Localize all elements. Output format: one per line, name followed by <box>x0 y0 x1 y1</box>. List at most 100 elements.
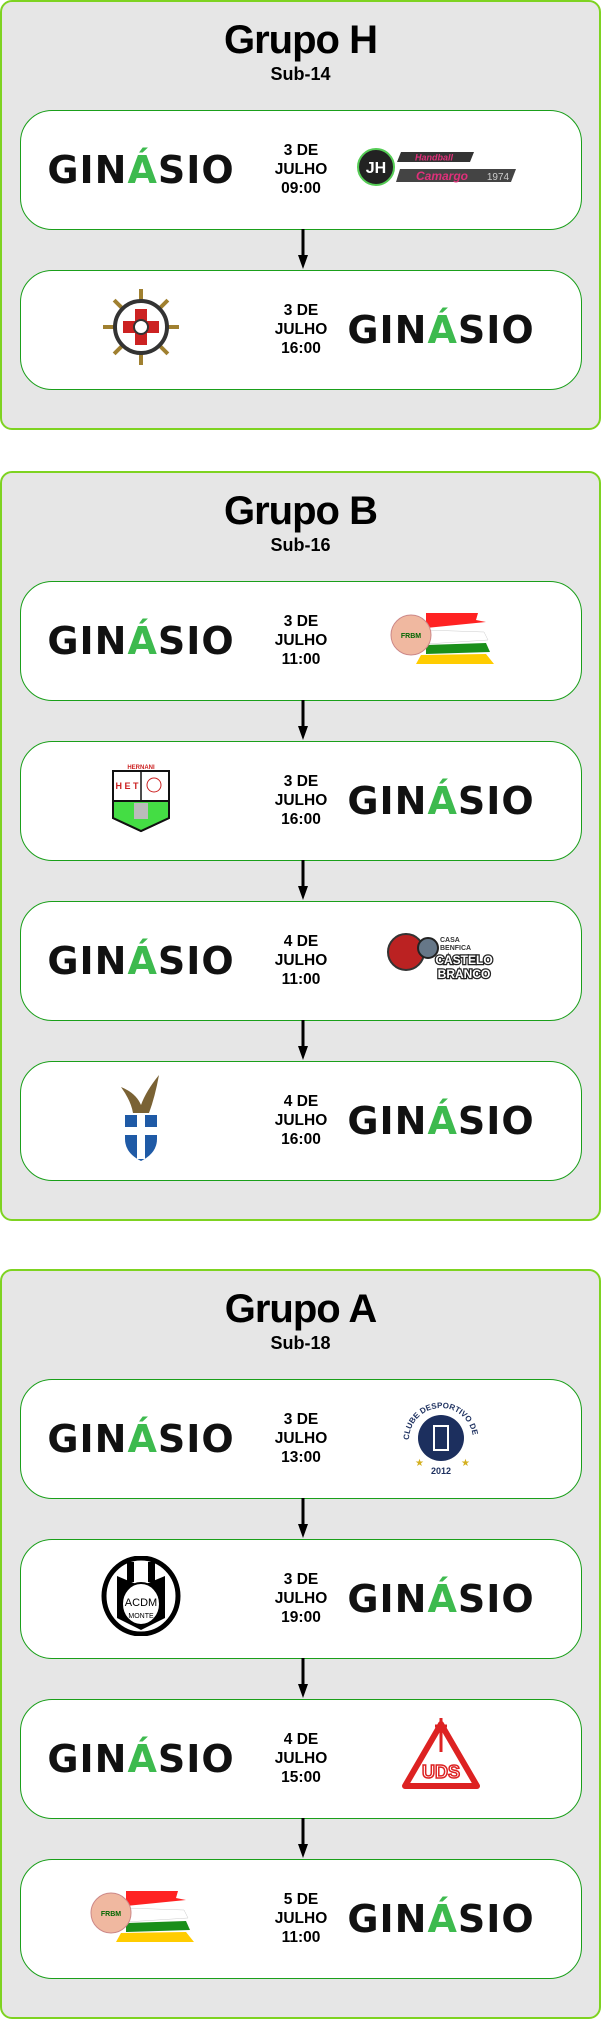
ginasio-logo: GINÁSIO <box>347 307 535 352</box>
away-team: GINÁSIO <box>331 742 551 859</box>
match-month: JULHO <box>274 632 328 649</box>
group-title: Grupo H <box>224 18 378 62</box>
svg-text:BENFICA: BENFICA <box>440 945 471 952</box>
match-time: 16:00 <box>281 340 321 357</box>
eagle-logo <box>111 1073 171 1168</box>
ginasio-logo: GINÁSIO <box>347 1576 535 1621</box>
svg-text:Camargo: Camargo <box>416 169 468 183</box>
match-time: 09:00 <box>281 180 321 197</box>
match-day: 3 DE <box>283 1571 319 1588</box>
match-month: JULHO <box>274 321 328 338</box>
group-title: Grupo A <box>224 1287 378 1331</box>
match-month: JULHO <box>274 1910 328 1927</box>
svg-text:FRBM: FRBM <box>401 633 421 640</box>
ginasio-logo: GINÁSIO <box>47 1736 235 1781</box>
ginasio-logo: GINÁSIO <box>47 147 235 192</box>
svg-text:FRBM: FRBM <box>101 1911 121 1918</box>
match-month: JULHO <box>274 161 328 178</box>
away-team: GINÁSIO <box>331 1860 551 1977</box>
svg-text:BRANCO: BRANCO <box>438 967 491 981</box>
match-card[interactable]: 3 DE JULHO 16:00 GINÁSIO <box>20 270 582 390</box>
group-1: Grupo B Sub-16 GINÁSIO 3 DE JULHO 11:00 … <box>0 471 601 1221</box>
svg-text:★: ★ <box>415 1458 424 1469</box>
home-team: ACDM MONTE <box>31 1540 251 1657</box>
group-0: Grupo H Sub-14 GINÁSIO 3 DE JULHO 09:00 … <box>0 0 601 430</box>
match-time: 13:00 <box>281 1449 321 1466</box>
away-team: GINÁSIO <box>331 1540 551 1657</box>
away-team: FRBM <box>331 582 551 699</box>
match-card[interactable]: ACDM MONTE 3 DE JULHO 19:00 GINÁSIO <box>20 1539 582 1659</box>
match-card[interactable]: 4 DE JULHO 16:00 GINÁSIO <box>20 1061 582 1181</box>
match-time: 11:00 <box>281 1929 321 1946</box>
match-day: 4 DE <box>283 933 319 950</box>
ginasio-logo: GINÁSIO <box>47 1416 235 1461</box>
home-team <box>31 271 251 388</box>
frbm-logo: FRBM <box>86 1886 196 1951</box>
svg-text:2012: 2012 <box>431 1466 451 1476</box>
arrow-down-icon <box>298 229 308 269</box>
match-card[interactable]: GINÁSIO 4 DE JULHO 15:00 UDS <box>20 1699 582 1819</box>
group-2: Grupo A Sub-18 GINÁSIO 3 DE JULHO 13:00 … <box>0 1269 601 2019</box>
group-subtitle: Sub-18 <box>270 1333 331 1353</box>
home-team <box>31 1062 251 1179</box>
svg-text:JH: JH <box>366 160 386 177</box>
match-time: 11:00 <box>281 651 321 668</box>
match-month: JULHO <box>274 1750 328 1767</box>
riotinto-logo: CLUBE DESPORTIVO DE RIO TINTO2012★★ <box>396 1387 483 1483</box>
svg-text:Handball: Handball <box>415 153 454 163</box>
home-team: GINÁSIO <box>31 1700 251 1817</box>
match-month: JULHO <box>274 1430 328 1447</box>
match-datetime: 3 DE JULHO 19:00 <box>251 1570 351 1627</box>
match-card[interactable]: GINÁSIO 3 DE JULHO 11:00 FRBM <box>20 581 582 701</box>
ginasio-logo: GINÁSIO <box>347 778 535 823</box>
ginasio-logo: GINÁSIO <box>347 1098 535 1143</box>
match-day: 5 DE <box>283 1891 319 1908</box>
match-card[interactable]: GINÁSIO 3 DE JULHO 13:00 CLUBE DESPORTIV… <box>20 1379 582 1499</box>
match-month: JULHO <box>274 1112 328 1129</box>
arrow-down-icon <box>298 1818 308 1858</box>
svg-text:★: ★ <box>461 1458 470 1469</box>
arrow-down-icon <box>298 860 308 900</box>
match-time: 16:00 <box>281 1131 321 1148</box>
match-day: 3 DE <box>283 1411 319 1428</box>
match-time: 16:00 <box>281 811 321 828</box>
arrow-down-icon <box>298 700 308 740</box>
home-team: GINÁSIO <box>31 902 251 1019</box>
arrow-down-icon <box>298 1020 308 1060</box>
arrow-down-icon <box>298 1658 308 1698</box>
match-day: 3 DE <box>283 613 319 630</box>
ginasio-logo: GINÁSIO <box>47 938 235 983</box>
away-team: GINÁSIO <box>331 1062 551 1179</box>
match-datetime: 3 DE JULHO 09:00 <box>251 141 351 198</box>
match-day: 4 DE <box>283 1093 319 1110</box>
svg-text:1974: 1974 <box>487 172 510 183</box>
svg-text:MONTE: MONTE <box>128 1613 154 1620</box>
home-team: GINÁSIO <box>31 111 251 228</box>
match-day: 3 DE <box>283 773 319 790</box>
match-day: 3 DE <box>283 302 319 319</box>
match-month: JULHO <box>274 952 328 969</box>
svg-text:ACDM: ACDM <box>125 1597 157 1609</box>
match-datetime: 3 DE JULHO 11:00 <box>251 612 351 669</box>
svg-text:UDS: UDS <box>422 1762 460 1782</box>
svg-text:CASA: CASA <box>440 937 460 944</box>
away-team: UDS <box>331 1700 551 1817</box>
match-month: JULHO <box>274 792 328 809</box>
svg-text:CASTELO: CASTELO <box>435 953 492 967</box>
match-card[interactable]: FRBM 5 DE JULHO 11:00 GINÁSIO <box>20 1859 582 1979</box>
match-day: 4 DE <box>283 1731 319 1748</box>
match-datetime: 3 DE JULHO 13:00 <box>251 1410 351 1467</box>
frbm-logo: FRBM <box>386 608 496 673</box>
svg-text:H E T: H E T <box>115 781 139 791</box>
match-time: 15:00 <box>281 1769 321 1786</box>
home-team: GINÁSIO <box>31 1380 251 1497</box>
arrow-down-icon <box>298 1498 308 1538</box>
